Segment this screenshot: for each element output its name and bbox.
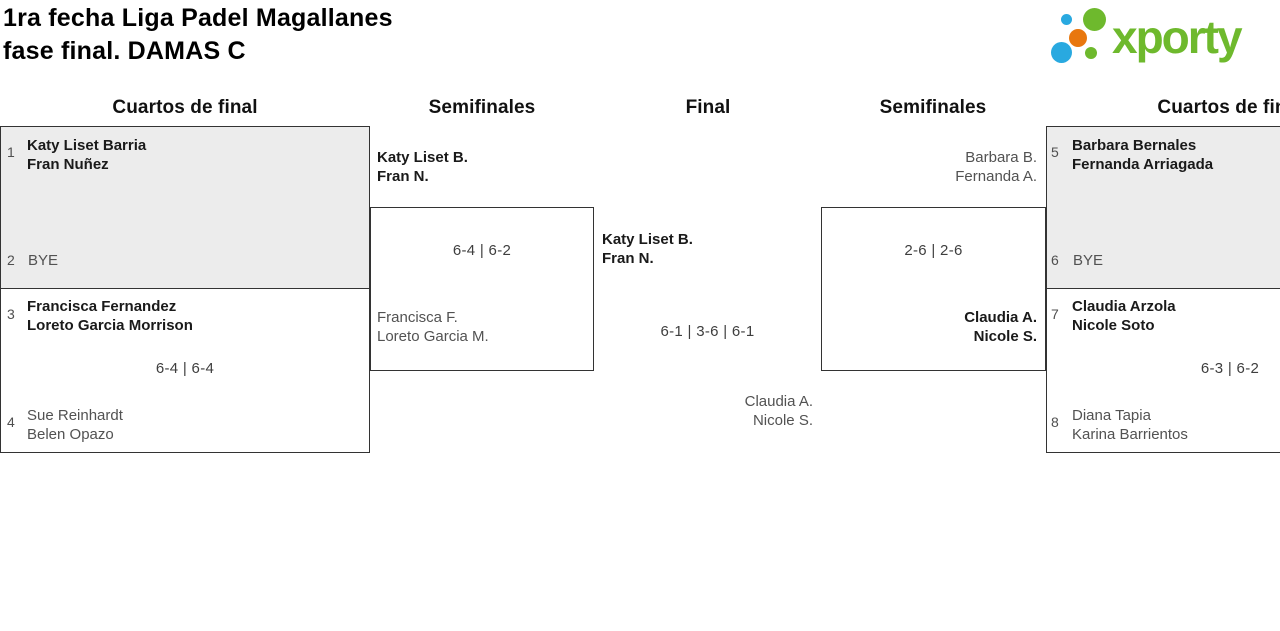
team-sf2-winner: Claudia A. Nicole S. bbox=[964, 308, 1037, 346]
player-name: Francisca F. bbox=[377, 309, 458, 326]
logo-dot-green-large-icon bbox=[1083, 8, 1106, 31]
team-final-runnerup: Claudia A. Nicole S. bbox=[745, 392, 813, 430]
player-name: Fran Nuñez bbox=[27, 156, 109, 173]
player-name: Claudia Arzola bbox=[1072, 298, 1176, 315]
match-box-qf1 bbox=[0, 126, 370, 289]
seed-number: 4 bbox=[7, 414, 15, 430]
logo-dot-blue-large-icon bbox=[1051, 42, 1072, 63]
seed-number: 6 bbox=[1051, 252, 1059, 268]
event-title-line1: 1ra fecha Liga Padel Magallanes bbox=[3, 4, 393, 32]
team-sue-belen: Sue Reinhardt Belen Opazo bbox=[27, 406, 123, 444]
event-title: 1ra fecha Liga Padel Magallanes fase fin… bbox=[3, 2, 393, 68]
logo-wordmark: xporty bbox=[1112, 11, 1243, 63]
team-barbara-fernanda: Barbara Bernales Fernanda Arriagada bbox=[1072, 136, 1213, 174]
match-score-qf2: 6-4 | 6-4 bbox=[155, 360, 215, 377]
player-name: Katy Liset B. bbox=[602, 231, 693, 248]
team-sf1-loser: Francisca F. Loreto Garcia M. bbox=[377, 308, 489, 346]
seed-number: 5 bbox=[1051, 144, 1059, 160]
event-title-line2: fase final. DAMAS C bbox=[3, 37, 246, 65]
player-name: Belen Opazo bbox=[27, 426, 114, 443]
player-name: Loreto Garcia M. bbox=[377, 328, 489, 345]
round-header-qf-left: Cuartos de final bbox=[112, 97, 258, 118]
team-sf2-loser: Barbara B. Fernanda A. bbox=[955, 148, 1037, 186]
round-header-sf-left: Semifinales bbox=[428, 97, 536, 118]
seed-number: 3 bbox=[7, 306, 15, 322]
bye-label: BYE bbox=[1073, 251, 1103, 270]
seed-number: 1 bbox=[7, 144, 15, 160]
match-score-final: 6-1 | 3-6 | 6-1 bbox=[660, 323, 755, 340]
team-katy-fran: Katy Liset Barria Fran Nuñez bbox=[27, 136, 146, 174]
logo-dot-green-small-icon bbox=[1085, 47, 1097, 59]
player-name: Loreto Garcia Morrison bbox=[27, 317, 193, 334]
match-box-qf4 bbox=[1046, 288, 1280, 453]
match-box-sf-left bbox=[370, 207, 594, 371]
player-name: Fran N. bbox=[377, 168, 429, 185]
match-score-sf1: 6-4 | 6-2 bbox=[452, 242, 512, 259]
match-score-qf4: 6-3 | 6-2 bbox=[1200, 360, 1260, 377]
team-sf1-winner: Katy Liset B. Fran N. bbox=[377, 148, 468, 186]
player-name: Katy Liset B. bbox=[377, 149, 468, 166]
player-name: Katy Liset Barria bbox=[27, 137, 147, 154]
player-name: Francisca Fernandez bbox=[27, 298, 177, 315]
player-name: Barbara B. bbox=[965, 149, 1037, 166]
player-name: Nicole S. bbox=[973, 328, 1037, 345]
match-box-qf2 bbox=[0, 288, 370, 453]
player-name: Fernanda A. bbox=[955, 168, 1037, 185]
team-francisca-loreto: Francisca Fernandez Loreto Garcia Morris… bbox=[27, 297, 193, 335]
seed-number: 2 bbox=[7, 252, 15, 268]
round-header-qf-right: Cuartos de final bbox=[1157, 97, 1280, 118]
player-name: Nicole Soto bbox=[1072, 317, 1155, 334]
player-name: Claudia A. bbox=[964, 309, 1037, 326]
player-name: Fran N. bbox=[602, 250, 654, 267]
seed-number: 8 bbox=[1051, 414, 1059, 430]
bye-label: BYE bbox=[28, 251, 58, 270]
seed-number: 7 bbox=[1051, 306, 1059, 322]
team-claudia-nicole: Claudia Arzola Nicole Soto bbox=[1072, 297, 1176, 335]
player-name: Claudia A. bbox=[744, 393, 813, 410]
player-name: Nicole S. bbox=[752, 412, 813, 429]
bye-text: BYE bbox=[28, 252, 59, 269]
xporty-logo[interactable]: xporty bbox=[1045, 0, 1280, 76]
match-score-sf2: 2-6 | 2-6 bbox=[904, 242, 963, 259]
team-diana-karina: Diana Tapia Karina Barrientos bbox=[1072, 406, 1188, 444]
player-name: Fernanda Arriagada bbox=[1072, 156, 1214, 173]
logo-dot-blue-small-icon bbox=[1061, 14, 1072, 25]
player-name: Diana Tapia bbox=[1072, 407, 1151, 424]
bye-text: BYE bbox=[1073, 252, 1104, 269]
player-name: Barbara Bernales bbox=[1072, 137, 1197, 154]
match-box-qf3 bbox=[1046, 126, 1280, 289]
round-header-sf-right: Semifinales bbox=[879, 97, 987, 118]
match-box-sf-right bbox=[821, 207, 1046, 371]
round-header-final: Final bbox=[685, 97, 731, 118]
team-final-winner: Katy Liset B. Fran N. bbox=[602, 230, 693, 268]
player-name: Karina Barrientos bbox=[1072, 426, 1188, 443]
logo-dot-orange-icon bbox=[1069, 29, 1087, 47]
player-name: Sue Reinhardt bbox=[27, 407, 123, 424]
